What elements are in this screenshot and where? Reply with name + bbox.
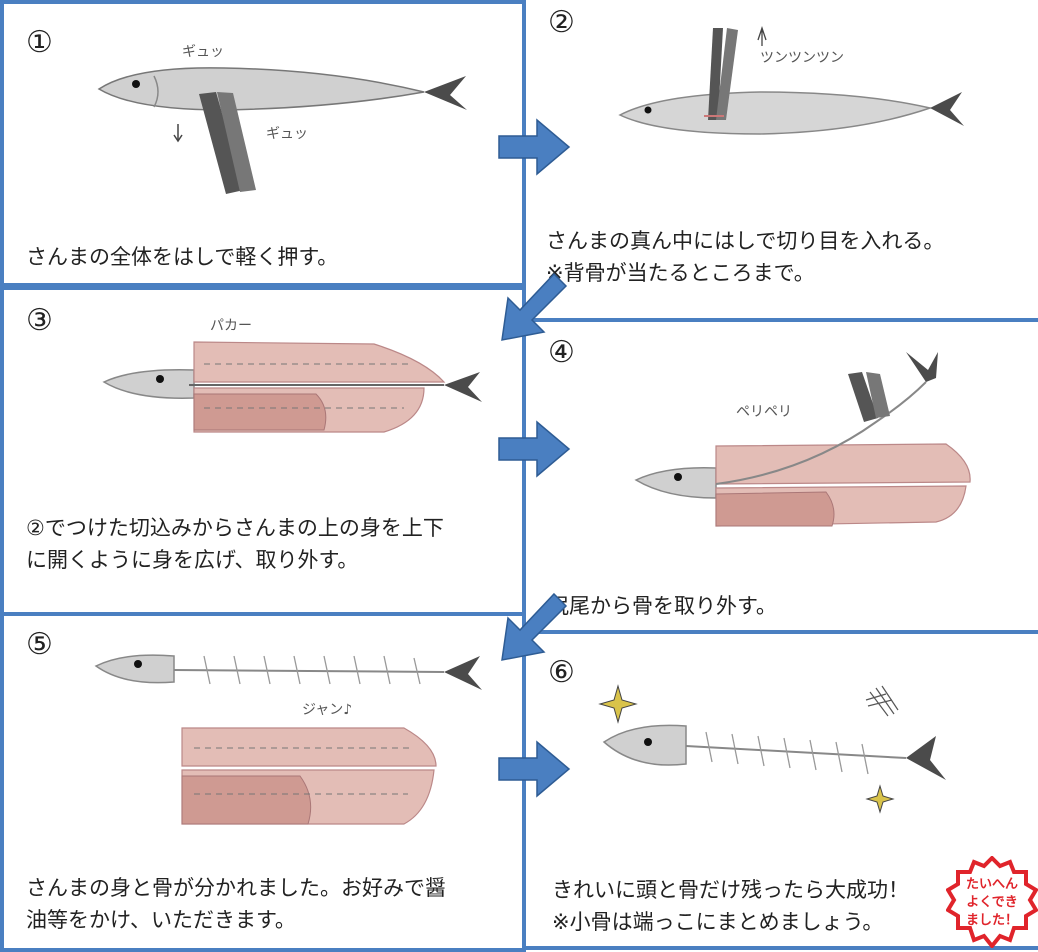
right-arrow-2 [498, 420, 571, 478]
down-left-arrow-2 [501, 592, 568, 661]
finished-fish-skeleton-illustration [598, 684, 946, 814]
separated-fish-illustration: ジャン♪ [94, 654, 482, 825]
step-number: ④ [548, 335, 575, 370]
step-caption: さんまの全体をはしで軽く押す。 [26, 245, 339, 269]
stamp-text: ました！ [966, 913, 1018, 928]
step-caption: きれいに頭と骨だけ残ったら大成功！ ※小骨は端っこにまとめましょう。 [552, 878, 909, 934]
step-panel-1: ① ギュッ ギュッ さんまの全体をはしで軽く押す。 [0, 0, 526, 287]
step-panel-5: ⑤ ジャン♪ さんまの身と骨が分かれました。お好みで醤 油等をかけ、いただきます… [0, 612, 526, 952]
step-panel-6: ⑥ きれいに頭と骨だけ残ったら大成功！ ※小骨は端っこにまとめましょう。 たいへ… [522, 630, 1038, 950]
step-number: ② [548, 5, 575, 40]
sound-effect-text: ジャン♪ [302, 702, 352, 718]
right-arrow-1 [498, 118, 571, 176]
stamp-text: よくでき [966, 895, 1018, 910]
step-number: ① [26, 25, 53, 60]
step-number: ⑤ [26, 627, 53, 662]
step-caption: ②でつけた切込みからさんまの上の身を上下 に開くように身を広げ、取り外す。 [26, 516, 444, 572]
sound-effect-text: ペリペリ [736, 404, 792, 420]
step-panel-4: ④ ペリペリ 尻尾から骨を取り外す。 [522, 318, 1038, 634]
sound-effect-text: ギュッ [182, 44, 224, 60]
step-caption: さんまの身と骨が分かれました。お好みで醤 油等をかけ、いただきます。 [26, 876, 446, 932]
fish-pressing-illustration: ギュッ ギュッ [97, 44, 467, 194]
step-caption: 尻尾から骨を取り外す。 [548, 594, 777, 618]
sound-effect-text: パカー [210, 318, 252, 334]
step-number: ③ [26, 303, 53, 338]
praise-stamp: たいへん よくでき ました！ [946, 856, 1038, 948]
step-number: ⑥ [548, 655, 575, 690]
fish-cutting-illustration: ツンツンツン [618, 25, 964, 135]
fish-bone-removal-illustration: ペリペリ [634, 352, 971, 527]
fish-opened-illustration: パカー [102, 318, 482, 433]
sound-effect-text: ツンツンツン [760, 50, 844, 66]
step-caption: さんまの真ん中にはしで切り目を入れる。 ※背骨が当たるところまで。 [546, 229, 945, 285]
stamp-text: たいへん [966, 877, 1018, 892]
step-panel-3: ③ パカー ②でつけた切込みからさんまの上の身を上下 に開くように身を広げ、取り… [0, 286, 526, 616]
right-arrow-3 [498, 740, 571, 798]
sound-effect-text: ギュッ [266, 126, 308, 142]
down-left-arrow-1 [501, 272, 568, 341]
